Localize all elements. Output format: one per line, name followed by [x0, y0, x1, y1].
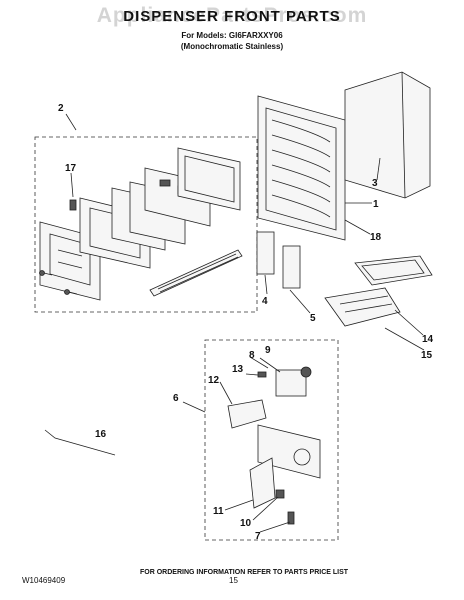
- callout-5: 5: [310, 313, 316, 324]
- callout-18: 18: [370, 232, 382, 243]
- control-housing-part: [177, 147, 241, 211]
- wire-part: [44, 429, 116, 456]
- callout-3: 3: [372, 178, 378, 189]
- callout-14: 14: [422, 334, 434, 345]
- switch-part: [275, 489, 285, 499]
- valve-part: [287, 511, 295, 525]
- dispenser-base-part: [257, 424, 321, 479]
- callout-6: 6: [173, 393, 179, 404]
- callout-15: 15: [421, 350, 433, 361]
- watermark: AppliancePartsPros.com: [96, 4, 368, 27]
- dispenser-module-group-box: [204, 339, 339, 541]
- small-fastener-part: [257, 371, 267, 378]
- paddle-part: [249, 457, 276, 509]
- callout-7: 7: [255, 531, 261, 542]
- drip-tray-part: [354, 255, 433, 286]
- callout-17: 17: [65, 163, 77, 174]
- callout-8: 8: [249, 350, 255, 361]
- model-info: For Models: GI6FARXXY06 (Monochromatic S…: [0, 30, 464, 52]
- model-line: For Models: GI6FARXXY06: [181, 31, 283, 40]
- callout-1: 1: [373, 199, 379, 210]
- callout-9: 9: [265, 345, 271, 356]
- dispenser-housing-part: [257, 95, 346, 241]
- actuator-part: [275, 366, 312, 397]
- control-assembly-group-box: [34, 136, 258, 313]
- page-number: 15: [229, 576, 238, 585]
- leader-lines: [65, 113, 425, 533]
- callout-10: 10: [240, 518, 252, 529]
- page-title: DISPENSER FRONT PARTS: [123, 8, 341, 25]
- ribbon-cable-part: [149, 249, 243, 297]
- model-variant: (Monochromatic Stainless): [180, 42, 284, 51]
- callout-13: 13: [232, 364, 244, 375]
- filter-part-5: [282, 245, 301, 289]
- ordering-info: FOR ORDERING INFORMATION REFER TO PARTS …: [140, 569, 349, 576]
- tray-grille-part: [324, 287, 401, 327]
- filter-part-4: [256, 231, 275, 275]
- callout-4: 4: [262, 296, 268, 307]
- callout-11: 11: [213, 506, 224, 517]
- callout-2: 2: [58, 103, 64, 114]
- callout-16: 16: [95, 429, 107, 440]
- funnel-part: [227, 399, 267, 429]
- screw-parts: [39, 270, 78, 295]
- callout-12: 12: [208, 375, 220, 386]
- document-number: W10469409: [22, 576, 66, 585]
- back-panel-part: [344, 71, 431, 199]
